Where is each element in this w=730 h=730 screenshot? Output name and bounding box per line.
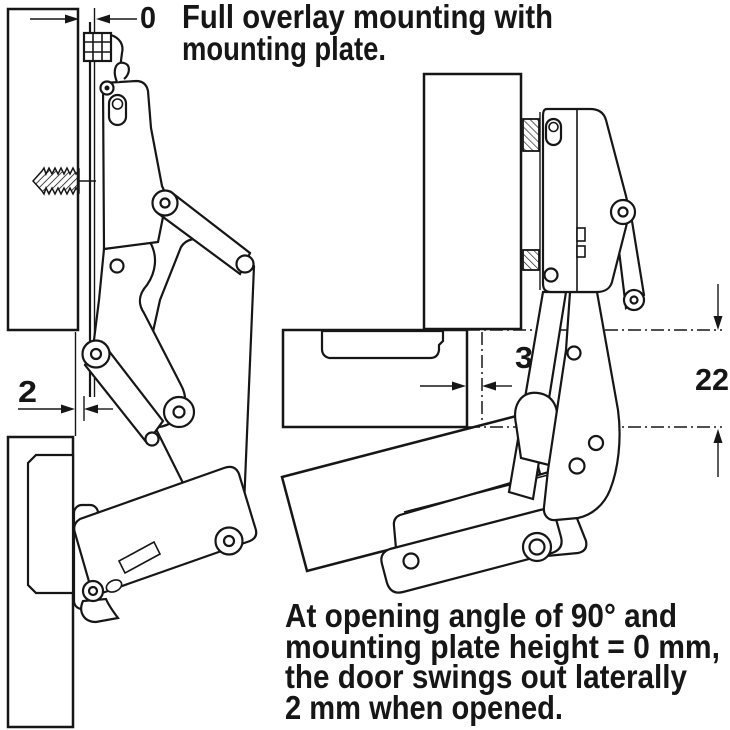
pivot-rivets [81,80,255,603]
mounting-plate-plan [522,112,541,290]
screw-icon [31,166,96,196]
dimension-22: 22 [695,284,729,477]
left-view-door-open: 0 2 [6,0,258,729]
hinge-arm-body-plan [541,107,630,294]
dimension-3: 3 [420,340,533,391]
cup-bottom-tab [80,597,120,624]
dimension-0: 0 [30,0,156,35]
pivot-rivets-right [402,198,646,570]
title-block: Full overlay mounting with mounting plat… [182,0,553,67]
caption-line-1: At opening angle of 90° and [285,597,677,634]
dim-label-plate-height: 0 [140,0,156,35]
cabinet-panel-section [6,7,80,332]
dim-label-side-gap: 3 [515,340,533,375]
arm-slot-screw [111,98,124,110]
cup-slot [117,540,162,575]
dimension-2: 2 [18,374,113,414]
caption-line-3: the door swings out laterally [285,658,688,695]
cabinet-panel-plan [422,72,523,331]
dim-label-lateral-swing: 2 [18,374,37,409]
right-view-door-opening: 3 22 [280,72,729,594]
title-line-1: Full overlay mounting with [182,0,553,35]
title-line-2: mounting plate. [182,30,386,67]
hinge-mechanism-open [72,61,258,624]
arm-top-hook [113,61,130,83]
caption-block: At opening angle of 90° and mounting pla… [285,597,720,726]
mounting-plate-section-hatch [82,31,124,77]
arm-rear-bracket [542,290,621,522]
bottom-panel-recess [320,329,445,360]
caption-line-2: mounting plate height = 0 mm, [285,628,720,665]
dim-label-arm-offset: 22 [695,362,729,397]
cup-oval-hole [105,579,123,593]
hinge-cup-recess [26,453,75,595]
caption-line-4: 2 mm when opened. [285,689,563,726]
